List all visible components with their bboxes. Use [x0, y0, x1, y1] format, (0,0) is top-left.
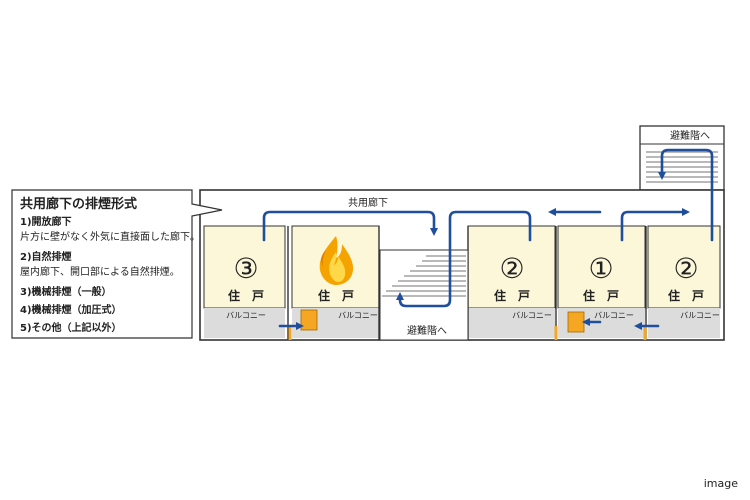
unit-room-3 — [467, 225, 556, 309]
unit-labels: ③ 住 戸 住 戸 ② 住 戸 ① 住 戸 ② 住 戸 — [228, 252, 704, 303]
balcony-labels: バルコニー バルコニー バルコニー バルコニー バルコニー — [226, 311, 720, 320]
balcony-1 — [204, 308, 285, 338]
arrow-unit2b-to-top-stair — [658, 148, 714, 242]
corridor-label: 共用廊下 — [348, 196, 388, 209]
callout-line-6: 4)機械排煙（加圧式） — [20, 305, 122, 316]
balcony-partitions — [288, 309, 647, 340]
unit-label-5: 住 戸 — [668, 288, 704, 303]
callout-title: 共用廊下の排煙形式 — [20, 197, 138, 212]
callout-line-5: 3)機械排煙（一般） — [20, 287, 112, 298]
unit-number-4: ① — [588, 252, 613, 285]
arrow-unit2-to-stair — [396, 210, 532, 308]
balcony-partition-2 — [567, 311, 585, 333]
unit-room-4 — [557, 225, 646, 309]
callout-box — [11, 189, 223, 339]
unit-label-3: 住 戸 — [494, 288, 530, 303]
unit-number-5: ② — [673, 252, 698, 285]
unit-rooms — [203, 225, 721, 309]
balcony-3 — [468, 308, 555, 338]
unit-number-1: ③ — [233, 252, 258, 285]
callout-line-4: 屋内廊下、開口部による自然排煙。 — [20, 267, 180, 278]
unit-room-1 — [203, 225, 286, 309]
unit-label-1: 住 戸 — [228, 288, 264, 303]
unit-label-2: 住 戸 — [318, 288, 354, 303]
balcony-label-3: バルコニー — [512, 311, 552, 320]
top-staircase — [639, 125, 725, 191]
balcony-label-1: バルコニー — [226, 311, 266, 320]
evac-label-bottom: 避難階へ — [407, 324, 447, 337]
unit-label-4: 住 戸 — [583, 288, 619, 303]
unit-number-3: ② — [499, 252, 524, 285]
callout-line-1: 1)開放廊下 — [20, 217, 72, 228]
callout-line-7: 5)その他（上記以外） — [20, 323, 122, 334]
callout-line-3: 2)自然排煙 — [20, 252, 72, 263]
arrow-unit1-right — [620, 208, 690, 242]
balcony-label-4: バルコニー — [594, 311, 634, 320]
balcony-5 — [648, 308, 720, 338]
callout-line-2: 片方に壁がなく外気に直接面した廊下。 — [20, 232, 200, 243]
image-credit: image — [703, 477, 738, 490]
unit-room-5 — [647, 225, 721, 309]
evacuation-arrows — [262, 148, 714, 330]
balcony-partition-1 — [300, 309, 318, 331]
arrow-unit3-to-corridor — [262, 210, 438, 242]
evac-label-top: 避難階へ — [670, 129, 710, 142]
balcony-label-5: バルコニー — [680, 311, 720, 320]
balcony-label-2: バルコニー — [338, 311, 378, 320]
middle-staircase — [379, 249, 469, 341]
fire-icon — [319, 236, 354, 285]
